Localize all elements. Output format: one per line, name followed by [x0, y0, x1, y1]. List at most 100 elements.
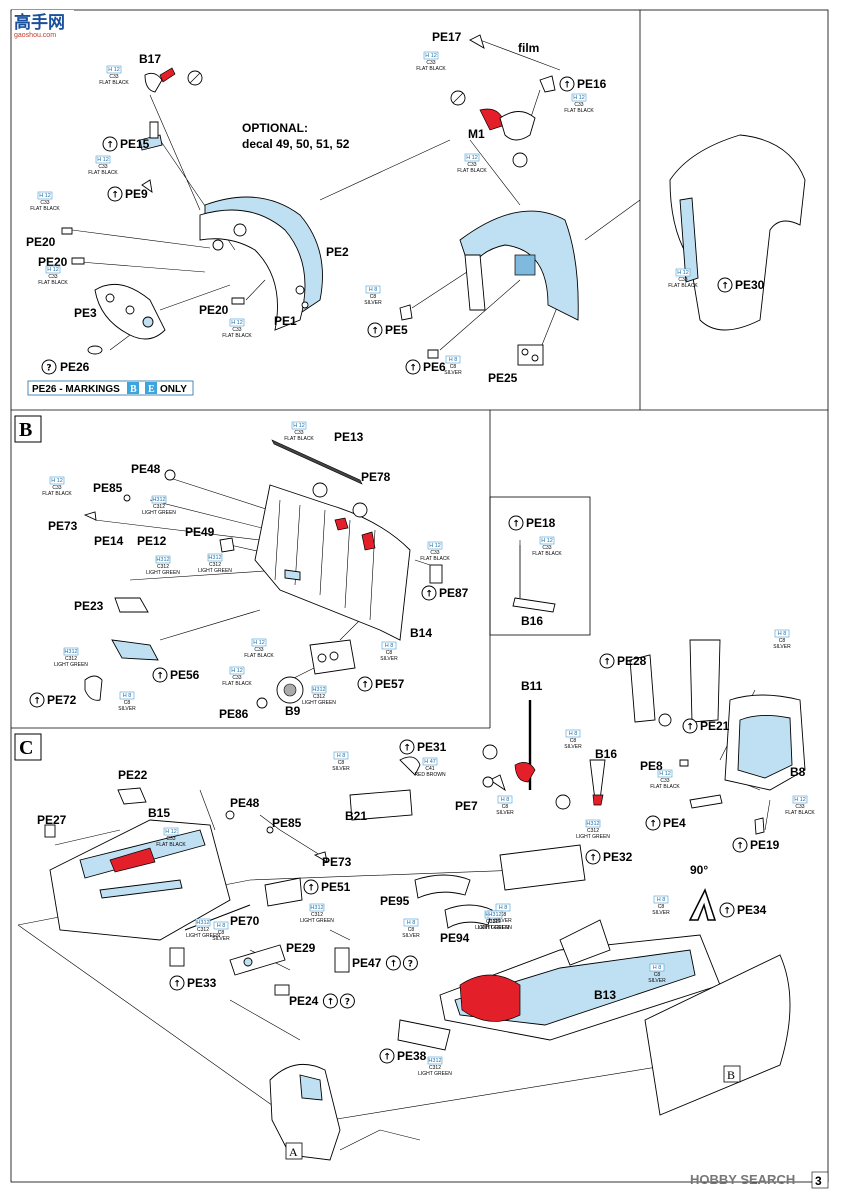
- paint-name: SILVER: [564, 744, 582, 750]
- part-label-text: PE4: [663, 816, 686, 830]
- part-label-text: PE28: [617, 654, 647, 668]
- page-number: 3: [815, 1174, 822, 1188]
- part-label-text: PE17: [432, 30, 462, 44]
- part-label-pe56: ↑PE56: [152, 667, 200, 683]
- part-label-text: PE16: [577, 77, 607, 91]
- part-label-pe95: PE95: [380, 894, 410, 908]
- paint-name: FLAT BLACK: [38, 280, 68, 286]
- svg-text:↑: ↑: [563, 81, 571, 91]
- part-label-text: PE6: [423, 360, 446, 374]
- part-label-pe94: PE94: [440, 931, 470, 945]
- paint-code: H 8: [778, 631, 787, 637]
- paint-code: H 12: [541, 538, 553, 544]
- paint-name: LIGHT GREEN: [478, 925, 512, 931]
- part-label-text: PE8: [640, 759, 663, 773]
- svg-text:↑: ↑: [106, 141, 114, 151]
- paint-code: H 47: [424, 759, 436, 765]
- paint-name: RED BROWN: [414, 772, 446, 778]
- paint-number: C312: [587, 828, 599, 834]
- part-label-text: PE34: [737, 903, 767, 917]
- part-label-pe25: PE25: [488, 371, 518, 385]
- pe18-inset: [489, 496, 591, 636]
- bend-icon: ↑: [152, 667, 168, 683]
- paint-code: H312: [586, 821, 599, 827]
- paint-code: H 12: [794, 797, 806, 803]
- paint-number: C33: [52, 485, 61, 491]
- part-label-text: PE24: [289, 994, 319, 1008]
- part-label-pe29: PE29: [286, 941, 316, 955]
- part-label-pe12: PE12: [137, 534, 167, 548]
- b17-part: [144, 72, 163, 93]
- part-label-text: B16: [521, 614, 543, 628]
- paint-code: H 12: [51, 478, 63, 484]
- part-label-text: B8: [790, 765, 806, 779]
- paint-number: C8: [338, 760, 345, 766]
- part-label-pe28: ↑PE28: [599, 653, 647, 669]
- paint-code: H 8: [407, 920, 416, 926]
- paint-code: H312: [196, 920, 209, 926]
- bend-icon: ↑: [717, 277, 733, 293]
- paint-code: H 8: [385, 643, 394, 649]
- svg-text:↑: ↑: [383, 1053, 391, 1063]
- part-label-text: PE33: [187, 976, 217, 990]
- ref-box-b: B: [727, 1068, 735, 1082]
- paint-code: H 8: [569, 731, 578, 737]
- section-b: B: [14, 415, 556, 709]
- paint-number: C33: [40, 200, 49, 206]
- paint-name: FLAT BLACK: [564, 108, 594, 114]
- paint-name: LIGHT GREEN: [418, 1071, 452, 1077]
- bend-icon: ↑: [719, 902, 735, 918]
- part-label-text: PE7: [455, 799, 478, 813]
- pe13-strip: [271, 439, 363, 485]
- paint-number: C33: [109, 74, 118, 80]
- part-label-b11: B11: [521, 679, 543, 693]
- paint-code: H 12: [231, 320, 243, 326]
- part-label-text: PE20: [199, 303, 229, 317]
- paint-name: FLAT BLACK: [284, 436, 314, 442]
- part-label-text: PE94: [440, 931, 470, 945]
- paint-name: FLAT BLACK: [222, 681, 252, 687]
- part-label-pe4: ↑PE4: [645, 815, 686, 831]
- part-label-pe16: ↑ PE16: [559, 76, 607, 92]
- part-label-pe22: PE22: [118, 768, 148, 782]
- paint-number: C312: [157, 564, 169, 570]
- part-label-pe85b: PE85: [93, 481, 123, 495]
- part-label-pe13: PE13: [334, 430, 364, 444]
- part-label-text: PE21: [700, 719, 730, 733]
- bend-icon: ↑: [169, 975, 185, 991]
- part-label-text: PE18: [526, 516, 556, 530]
- b14-frame: [254, 484, 411, 641]
- paint-name: SILVER: [652, 910, 670, 916]
- part-label-pe20a: PE20: [26, 235, 56, 249]
- bend-icon: ↑: [645, 815, 661, 831]
- paint-code: H 12: [293, 423, 305, 429]
- part-label-b14: B14: [410, 626, 432, 640]
- part-label-pe33: ↑PE33: [169, 975, 217, 991]
- bend-icon: ↑: [399, 739, 415, 755]
- paint-number: C33: [574, 102, 583, 108]
- part-label-text: M1: [468, 127, 485, 141]
- angle-label: 90°: [690, 863, 708, 877]
- part-label-pe27: PE27: [37, 813, 67, 827]
- svg-text:↑: ↑: [409, 364, 417, 374]
- part-label-text: PE49: [185, 525, 215, 539]
- paint-name: LIGHT GREEN: [198, 568, 232, 574]
- part-label-pe8: PE8: [640, 759, 663, 773]
- optional-title: OPTIONAL:: [242, 121, 308, 135]
- part-label-text: PE15: [120, 137, 150, 151]
- paint-number: C8: [386, 650, 393, 656]
- paint-number: C41: [425, 766, 434, 772]
- svg-text:↑: ↑: [361, 681, 369, 691]
